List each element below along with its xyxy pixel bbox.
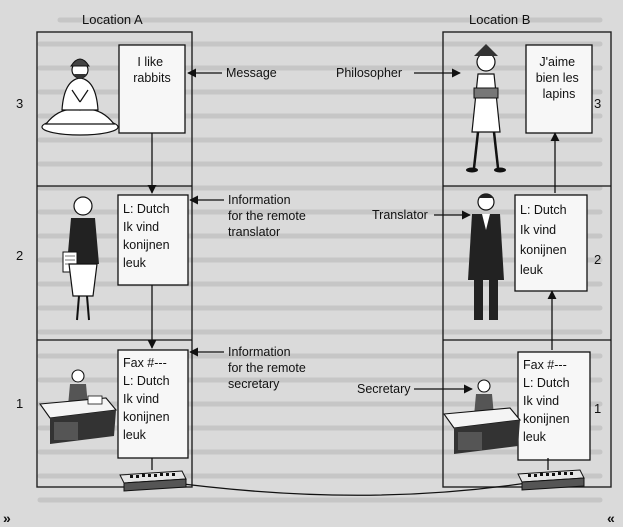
translator-info-annotation: Information for the remote translator xyxy=(228,193,309,239)
layer-1-label-left: 1 xyxy=(16,396,23,411)
philosopher-icon xyxy=(466,44,506,173)
translator-box-b xyxy=(514,194,588,292)
translator-text-b: L: Dutch Ik vind konijnen leuk xyxy=(520,203,570,277)
philosopher-annotation: Philosopher xyxy=(336,66,402,80)
secretary-text-b: Fax #--- L: Dutch Ik vind konijnen leuk xyxy=(523,358,573,444)
secretary-text-a: Fax #--- L: Dutch Ik vind konijnen leuk xyxy=(123,356,173,442)
page-mark-right: « xyxy=(607,510,615,526)
location-b-label: Location B xyxy=(469,12,530,27)
layer-2-label-right: 2 xyxy=(594,252,601,267)
message-text-a: I like rabbits xyxy=(133,55,171,85)
translator-text-a: L: Dutch Ik vind konijnen leuk xyxy=(123,202,173,270)
location-a-frame xyxy=(36,31,193,488)
layer-3-label-left: 3 xyxy=(16,96,23,111)
secretary-box-a xyxy=(117,349,189,459)
translator-box-a xyxy=(117,194,189,286)
flow-arrows xyxy=(147,132,560,496)
meditating-sage-icon xyxy=(41,58,119,136)
secretary-at-desk-icon xyxy=(442,379,522,454)
layer-1-label-right: 1 xyxy=(594,401,601,416)
secretary-info-annotation: Information for the remote secretary xyxy=(228,345,309,391)
translator-annotation: Translator xyxy=(372,208,428,222)
page-mark-left: » xyxy=(3,510,11,526)
female-translator-icon xyxy=(62,196,99,321)
location-a-label: Location A xyxy=(82,12,143,27)
fax-machine-icon xyxy=(517,469,585,491)
secretary-box-b xyxy=(517,351,591,461)
secretary-annotation: Secretary xyxy=(357,382,411,396)
layer-3-label-right: 3 xyxy=(594,96,601,111)
message-text-b: J'aime bien les lapins xyxy=(536,55,583,101)
message-box-a xyxy=(118,44,186,134)
layer-2-label-left: 2 xyxy=(16,248,23,263)
message-annotation: Message xyxy=(226,66,277,80)
message-box-b xyxy=(525,44,593,134)
male-translator-icon xyxy=(468,193,504,320)
fax-link-line xyxy=(159,480,541,496)
fax-machine-icon xyxy=(119,470,187,492)
secretary-at-desk-icon xyxy=(38,369,118,444)
